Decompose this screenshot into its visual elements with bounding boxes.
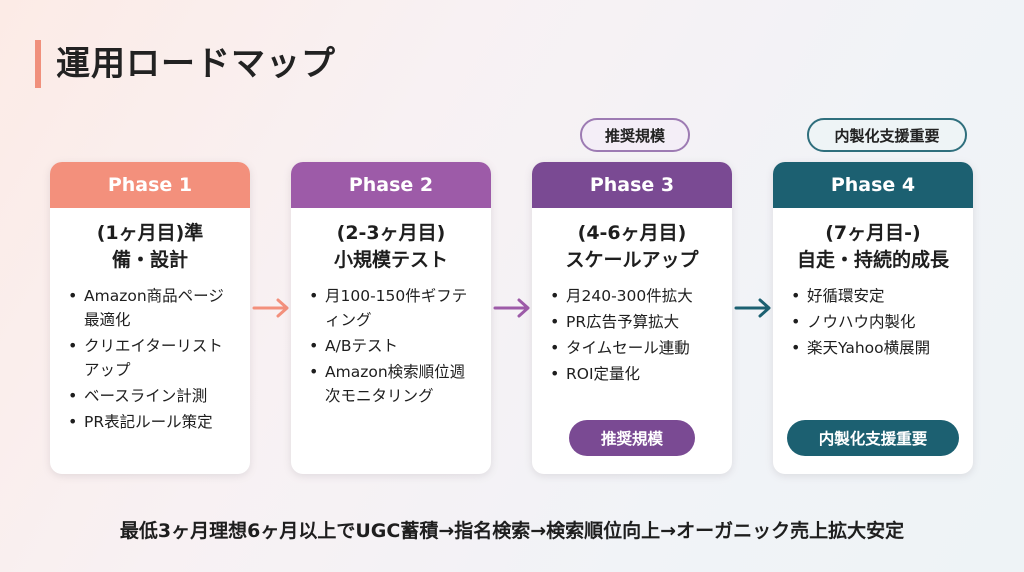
- list-item: Amazon商品ページ最適化: [66, 284, 238, 332]
- phase3-subtitle-line1: (4-6ヶ月目): [577, 222, 687, 244]
- phase1-header: Phase 1: [50, 162, 250, 208]
- footer-summary: 最低3ヶ月理想6ヶ月以上でUGC蓄積→指名検索→検索順位向上→オーガニック売上拡…: [119, 520, 905, 542]
- phase3-bottom-badge: 推奨規模: [569, 420, 695, 456]
- phase4-subtitle-line1: (7ヶ月目-): [825, 222, 921, 244]
- phase2-header-label: Phase 2: [348, 174, 434, 196]
- list-item: PR表記ルール策定: [66, 410, 238, 434]
- list-item: 好循環安定: [789, 284, 961, 308]
- phase2-card: Phase 2 (2-3ヶ月目) 小規模テスト 月100-150件ギフティング …: [291, 162, 491, 474]
- phase3-subtitle-line2: スケールアップ: [565, 249, 699, 271]
- list-item: ROI定量化: [548, 362, 720, 386]
- list-item: クリエイターリストアップ: [66, 334, 238, 382]
- arrow-right-icon: [493, 298, 530, 318]
- phase4-bottom-badge: 内製化支援重要: [787, 420, 959, 456]
- phase3-header: Phase 3: [532, 162, 732, 208]
- phase4-top-badge: 内製化支援重要: [807, 118, 967, 152]
- phase4-header-label: Phase 4: [830, 174, 916, 196]
- phase2-subtitle-line1: (2-3ヶ月目): [336, 222, 446, 244]
- phase3-subtitle: (4-6ヶ月目) スケールアップ: [532, 220, 732, 274]
- list-item: タイムセール連動: [548, 336, 720, 360]
- list-item: ベースライン計測: [66, 384, 238, 408]
- phase3-bottom-badge-label: 推奨規模: [600, 430, 663, 448]
- phase4-bullet-list: 好循環安定 ノウハウ内製化 楽天Yahoo横展開: [773, 284, 973, 360]
- phase2-subtitle: (2-3ヶ月目) 小規模テスト: [291, 220, 491, 274]
- phase2-subtitle-line2: 小規模テスト: [333, 249, 448, 271]
- phase3-card: Phase 3 (4-6ヶ月目) スケールアップ 月240-300件拡大 PR広…: [532, 162, 732, 474]
- list-item: Amazon検索順位週次モニタリング: [307, 360, 479, 408]
- phase4-header: Phase 4: [773, 162, 973, 208]
- phase3-header-label: Phase 3: [589, 174, 675, 196]
- list-item: ノウハウ内製化: [789, 310, 961, 334]
- title-accent-bar: [35, 40, 41, 88]
- phase3-top-badge-label: 推奨規模: [604, 126, 665, 145]
- phase4-bottom-badge-label: 内製化支援重要: [818, 430, 928, 448]
- phase2-header: Phase 2: [291, 162, 491, 208]
- phase1-bullet-list: Amazon商品ページ最適化 クリエイターリストアップ ベースライン計測 PR表…: [50, 284, 250, 434]
- phase4-top-badge-label: 内製化支援重要: [834, 126, 940, 145]
- list-item: PR広告予算拡大: [548, 310, 720, 334]
- page-title: 運用ロードマップ: [56, 44, 336, 84]
- list-item: 楽天Yahoo横展開: [789, 336, 961, 360]
- list-item: 月100-150件ギフティング: [307, 284, 479, 332]
- phase1-header-label: Phase 1: [107, 174, 193, 196]
- phase4-subtitle: (7ヶ月目-) 自走・持続的成長: [773, 220, 973, 274]
- phase3-top-badge: 推奨規模: [580, 118, 690, 152]
- arrow-right-icon: [252, 298, 289, 318]
- phase1-card: Phase 1 (1ヶ月目)準 備・設計 Amazon商品ページ最適化 クリエイ…: [50, 162, 250, 474]
- arrow-right-icon: [734, 298, 771, 318]
- phase1-subtitle-line1: (1ヶ月目)準: [96, 222, 204, 244]
- phase4-card: Phase 4 (7ヶ月目-) 自走・持続的成長 好循環安定 ノウハウ内製化 楽…: [773, 162, 973, 474]
- phase1-subtitle: (1ヶ月目)準 備・設計: [50, 220, 250, 274]
- phase4-subtitle-line2: 自走・持続的成長: [796, 249, 949, 271]
- list-item: A/Bテスト: [307, 334, 479, 358]
- phase1-subtitle-line2: 備・設計: [111, 249, 188, 271]
- list-item: 月240-300件拡大: [548, 284, 720, 308]
- phase3-bullet-list: 月240-300件拡大 PR広告予算拡大 タイムセール連動 ROI定量化: [532, 284, 732, 386]
- phase2-bullet-list: 月100-150件ギフティング A/Bテスト Amazon検索順位週次モニタリン…: [291, 284, 491, 408]
